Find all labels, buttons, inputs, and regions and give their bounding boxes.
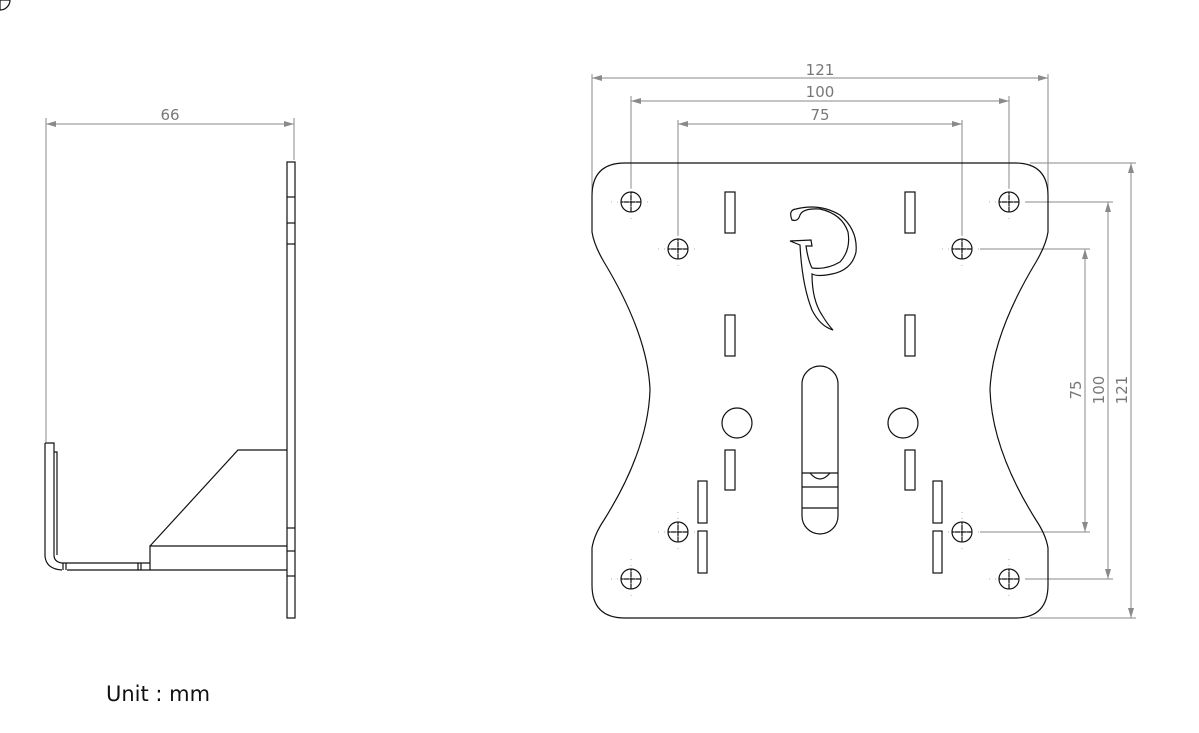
unit-label: Unit : mm (106, 682, 211, 706)
dimension-100-width-label: 100 (806, 83, 835, 101)
dimension-75-width-label: 75 (810, 106, 829, 124)
front-view: 121 100 75 75 100 121 (0, 0, 1136, 619)
side-view: 66 (44, 106, 296, 619)
mounting-holes (0, 0, 11, 11)
dimension-66-label: 66 (160, 106, 179, 124)
dimension-75-height-label: 75 (1067, 380, 1085, 399)
slots (697, 191, 943, 574)
center-oblong-slot (801, 365, 839, 535)
mount-plate-side (286, 161, 296, 619)
logo-p-icon (789, 206, 857, 331)
dimension-121-width-label: 121 (806, 61, 835, 79)
dimension-121-height-label: 121 (1113, 376, 1131, 405)
dimension-100-height-label: 100 (1090, 376, 1108, 405)
vesa-plate-outline (591, 162, 1049, 619)
